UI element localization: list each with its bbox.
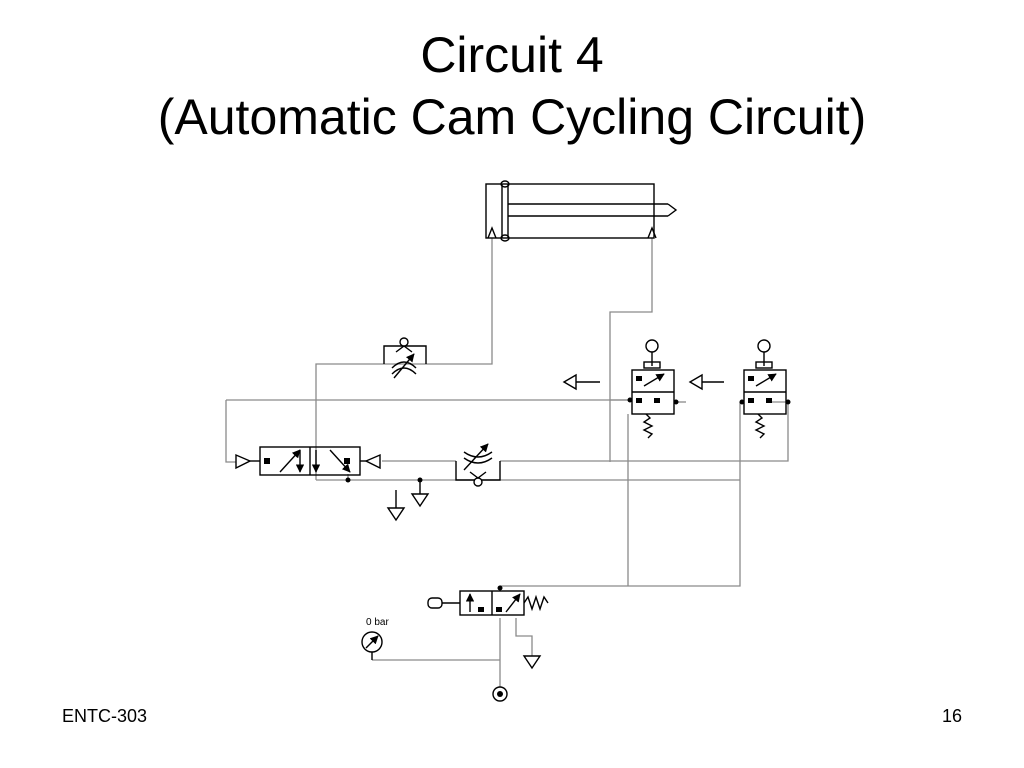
pressure-gauge: 0 bar [361, 617, 389, 660]
flow-control-valve-top [383, 337, 427, 379]
pressure-source [492, 686, 508, 702]
cam-valve-left [627, 339, 679, 439]
manual-start-valve [427, 585, 549, 670]
flow-control-valve-mid [455, 443, 501, 487]
title-line-1: Circuit 4 [420, 27, 604, 83]
exhaust-ground-symbols [386, 477, 430, 522]
pilot-5-2-valve [235, 446, 381, 483]
gauge-label: 0 bar [366, 617, 389, 628]
title-line-2: (Automatic Cam Cycling Circuit) [157, 89, 867, 145]
slide-title: Circuit 4 (Automatic Cam Cycling Circuit… [0, 24, 1024, 148]
cam-valve-right [739, 339, 791, 439]
footer-page-number: 16 [941, 706, 962, 726]
exhaust-arrows [562, 373, 724, 391]
footer-course-code: ENTC-303 [62, 706, 148, 726]
double-acting-cylinder [485, 180, 678, 242]
connection-lines [225, 238, 789, 688]
